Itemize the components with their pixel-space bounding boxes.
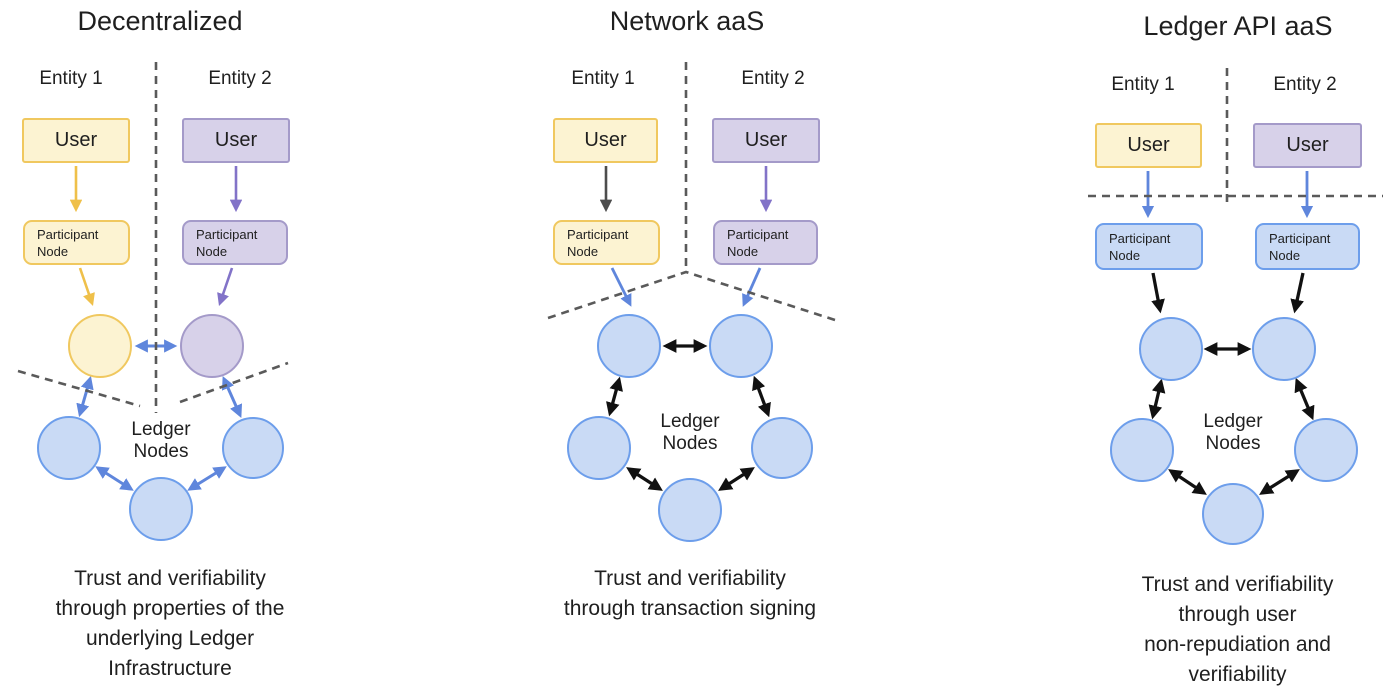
panel3-nodes (1110, 317, 1358, 545)
panel2-participant2-box: Participant Node (713, 220, 818, 265)
p2-ledger-node-bottom (658, 478, 722, 542)
p3-ledger-node-bottom (1202, 483, 1264, 545)
panel1-caption: Trust and verifiability through properti… (55, 567, 285, 680)
p2-ledger-node-topleft (597, 314, 661, 378)
panel3-title: Ledger API aaS (1143, 11, 1333, 41)
panel1-entity2-label: Entity 2 (208, 68, 272, 89)
p2-ledger-node-midright (751, 417, 813, 479)
p3-ledger-link-upright (1294, 377, 1315, 421)
panel2-participant1-box: Participant Node (553, 220, 660, 265)
panel1-nodes (37, 314, 284, 541)
panel2-arrows (599, 166, 773, 491)
p3-ledger-link-downright (1259, 469, 1300, 495)
p2-ledger-node-topright (709, 314, 773, 378)
panel2-boundaries (547, 62, 836, 322)
panel1-boundaries (17, 62, 289, 413)
panel3-arrows (1141, 171, 1315, 495)
panel3-boundaries (1088, 68, 1383, 203)
p3-ledger-node-midleft (1110, 418, 1174, 482)
p2-ledger-link-upleft (606, 376, 623, 417)
panel1-title: Decentralized (77, 6, 243, 36)
panel3-participant2-box: Participant Node (1255, 223, 1360, 270)
p2-ledger-link-downleft (626, 467, 663, 491)
p1-boundary-right (179, 361, 289, 404)
panel2-entity2-label: Entity 2 (741, 68, 805, 89)
p1-boundary-left (17, 369, 141, 408)
panel3-ledger-label: Ledger Nodes (1203, 411, 1263, 454)
panel2-ledger-label: Ledger Nodes (660, 411, 720, 454)
p1-ledger-link-left (95, 466, 134, 491)
p3-ledger-link-upleft (1148, 378, 1166, 420)
panel2-caption: Trust and verifiability through transact… (563, 567, 817, 620)
p3-ledger-node-topleft (1139, 317, 1203, 381)
panel3-caption: Trust and verifiability through user non… (1141, 573, 1334, 686)
p3-ledger-link-downleft (1168, 469, 1207, 495)
p1-ledger-node-right (222, 417, 284, 479)
panel3-participant1-box: Participant Node (1095, 223, 1203, 270)
p1-entity2-node (180, 314, 244, 378)
p1-participant1-arrow (78, 267, 95, 306)
p3-ledger-node-midright (1294, 418, 1358, 482)
panel1-user2-box: User (182, 118, 290, 163)
panel2-user2-box: User (712, 118, 820, 163)
panel1-ledger-label: Ledger Nodes (131, 419, 191, 462)
p2-participant1-arrow (610, 267, 632, 307)
panel2-entity1-label: Entity 1 (571, 68, 635, 89)
panel3-user1-box: User (1095, 123, 1202, 168)
p1-participant2-arrow (217, 267, 234, 306)
p2-participant2-arrow (742, 267, 762, 307)
panel3-user2-box: User (1253, 123, 1362, 168)
p1-entity1-node (68, 314, 132, 378)
p3-participant2-arrow (1290, 272, 1305, 314)
panel1-participant2-box: Participant Node (182, 220, 288, 265)
panel2-nodes (567, 314, 813, 542)
panel1-participant1-box: Participant Node (23, 220, 130, 265)
panel3-entity2-label: Entity 2 (1273, 74, 1337, 95)
p1-node-link-left (76, 375, 94, 418)
p1-ledger-node-bottom (129, 477, 193, 541)
p2-ledger-link-downright (718, 467, 755, 491)
panel1-entity1-label: Entity 1 (39, 68, 103, 89)
p1-ledger-link-right (187, 466, 227, 491)
panel1-user1-box: User (22, 118, 130, 163)
p2-ledger-link-upright (752, 375, 771, 418)
p2-service-boundary (547, 270, 836, 322)
p3-ledger-node-topright (1252, 317, 1316, 381)
p1-ledger-node-left (37, 416, 101, 480)
p3-participant1-arrow (1151, 272, 1165, 314)
panel2-user1-box: User (553, 118, 658, 163)
panel3-entity1-label: Entity 1 (1111, 74, 1175, 95)
panel2-title: Network aaS (609, 6, 765, 36)
p2-ledger-node-midleft (567, 416, 631, 480)
